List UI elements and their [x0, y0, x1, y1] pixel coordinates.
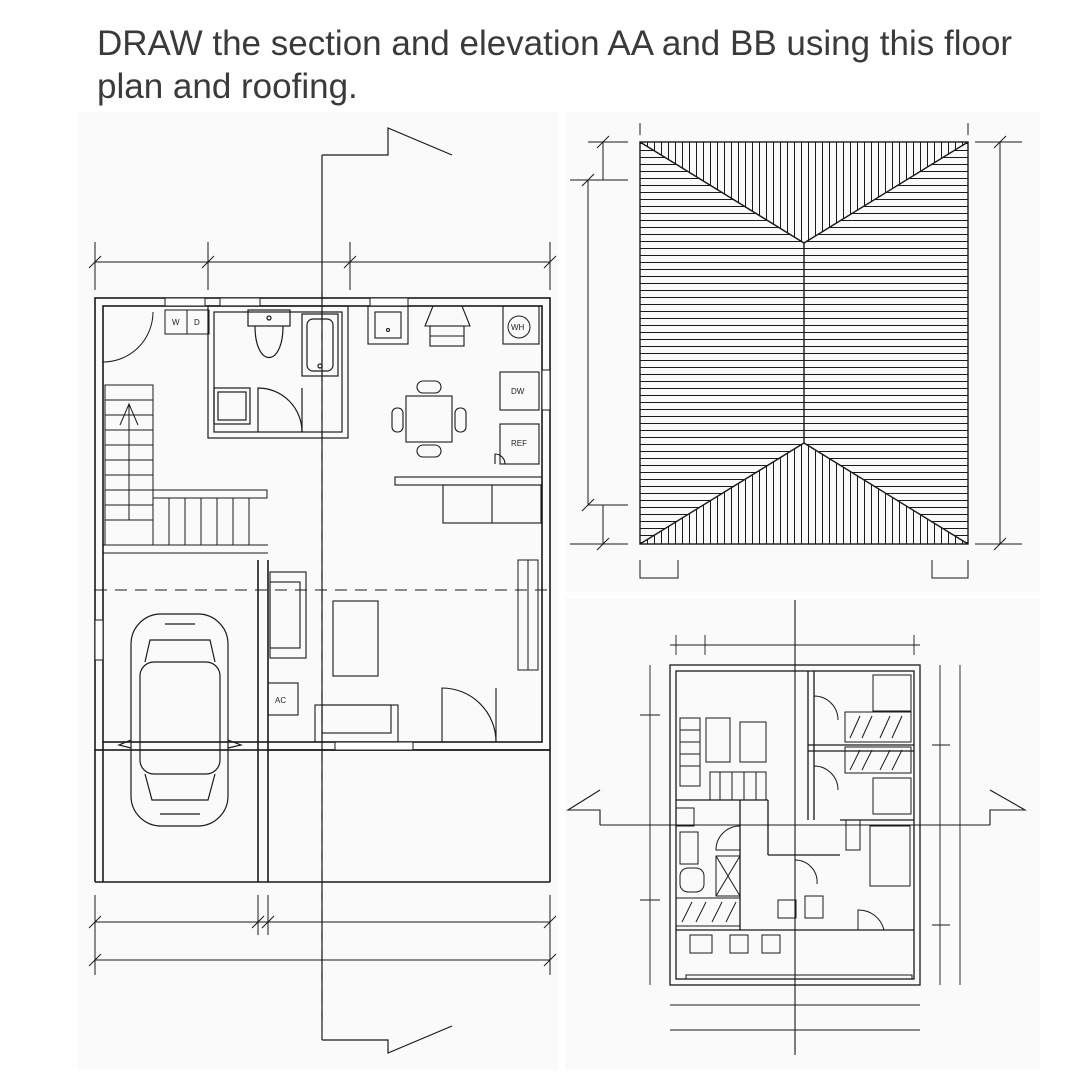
- beds: [869, 674, 912, 887]
- washer-dryer: [164, 309, 210, 335]
- closets: [675, 711, 912, 927]
- upper-furniture: [675, 717, 913, 980]
- dishwasher-label: DW: [511, 387, 525, 396]
- kitchen: [367, 305, 543, 524]
- entry-door: [102, 311, 154, 363]
- upper-dimensions: [640, 635, 961, 1031]
- bathroom: [207, 305, 349, 439]
- washer-label: W: [172, 318, 180, 327]
- upper-doors: [715, 695, 885, 931]
- roof-plan: [570, 123, 1022, 579]
- upper-floor-plan: [566, 600, 1028, 1055]
- upper-stairs: [679, 717, 767, 801]
- windows: [94, 297, 551, 751]
- car-icon: [117, 613, 244, 827]
- water-heater: [507, 315, 531, 339]
- exterior-walls: [94, 297, 551, 883]
- top-dimension-line: [88, 242, 557, 290]
- upper-floor-panel: [565, 598, 1040, 1070]
- roof-dimensions: [570, 123, 1022, 579]
- living-room: [267, 571, 497, 743]
- dining-set: [391, 380, 467, 458]
- ground-floor-plan: W D WH DW REF AC: [88, 127, 557, 1054]
- air-conditioner-label: AC: [275, 696, 286, 705]
- ground-floor-panel: [78, 112, 558, 1070]
- dryer-label: D: [194, 318, 200, 327]
- water-heater-label: WH: [511, 323, 525, 332]
- refrigerator-label: REF: [511, 439, 527, 448]
- staircase: [103, 384, 268, 554]
- task-instruction: DRAW the section and elevation AA and BB…: [97, 24, 1013, 106]
